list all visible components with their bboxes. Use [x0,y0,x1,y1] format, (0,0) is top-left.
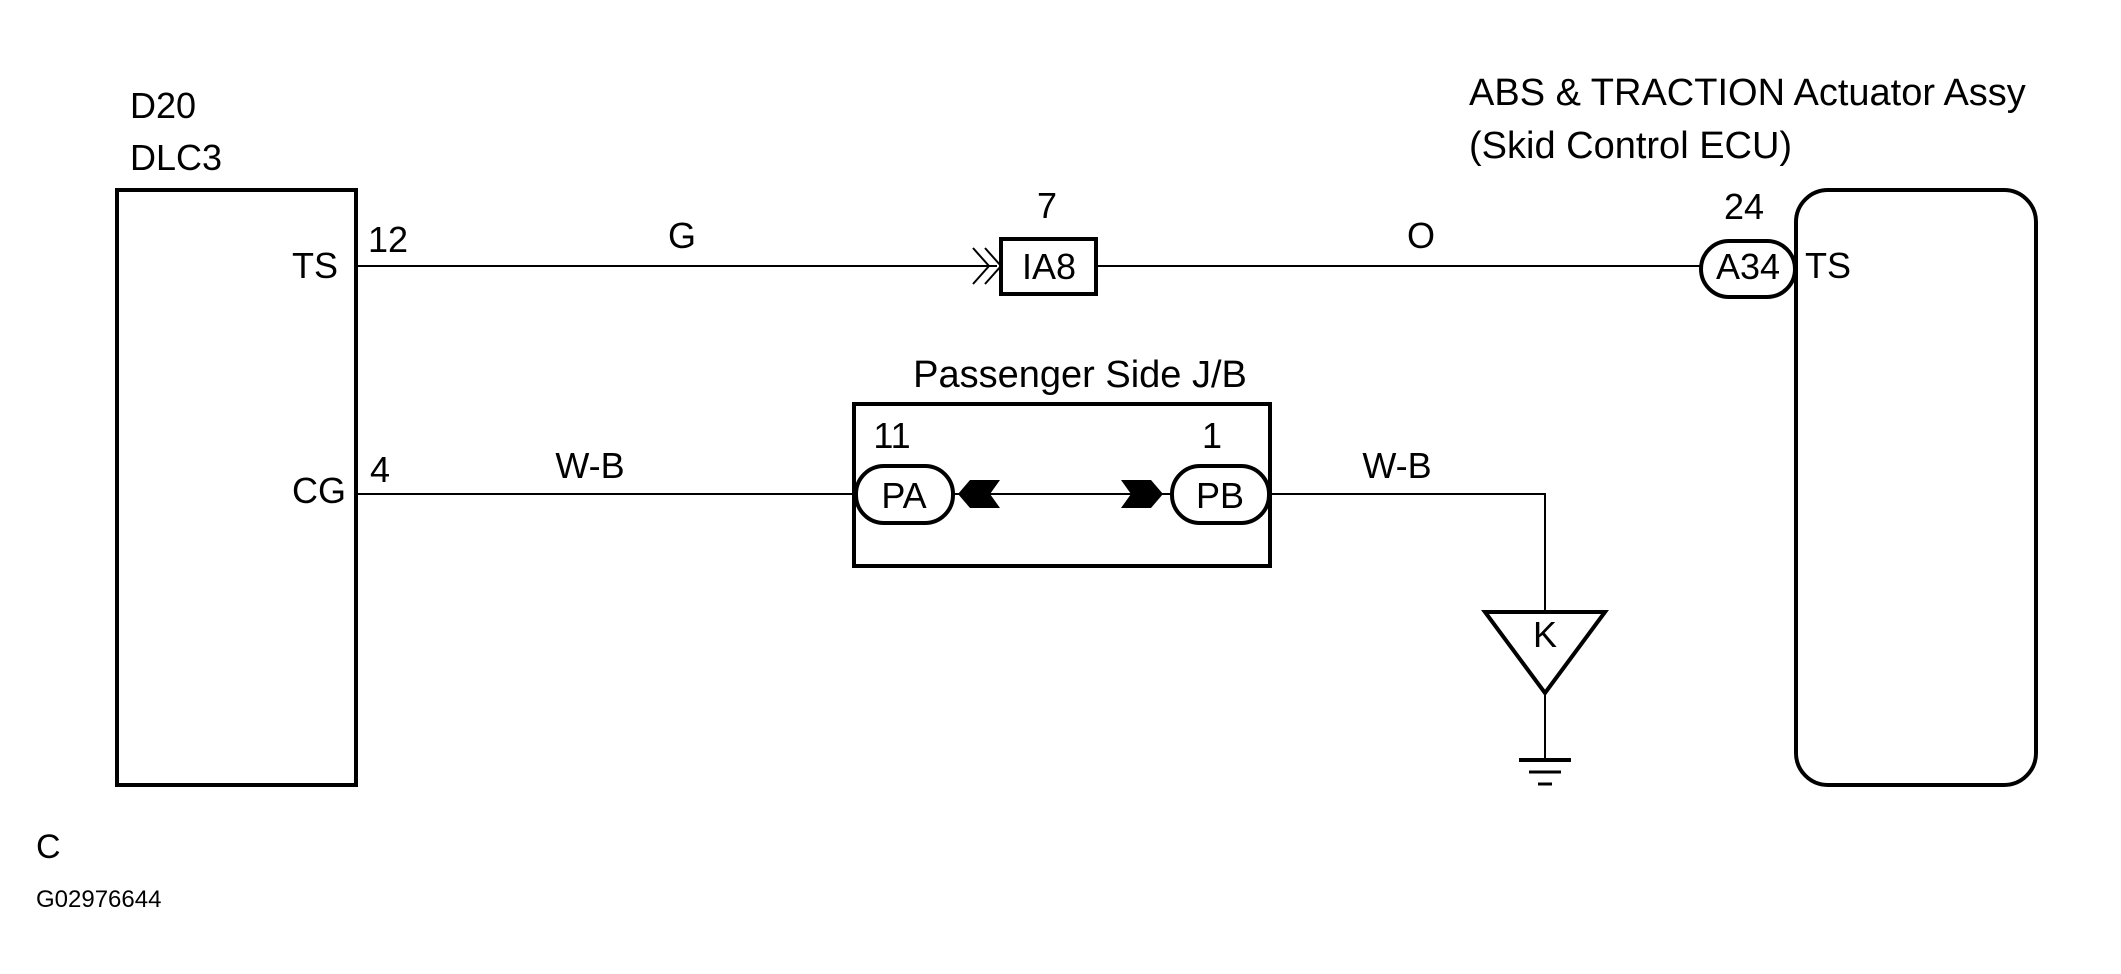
wire-ts-o-color: O [1407,215,1435,256]
abs-actuator-name-line1: ABS & TRACTION Actuator Assy [1469,72,2026,114]
dlc3-code: D20 [130,85,196,126]
dlc3-pin-cg-label: CG [292,470,346,511]
dlc3-box [115,188,358,787]
ground-point-k-label: K [1533,614,1557,655]
figure-id: G02976644 [36,886,161,913]
dlc3-pin-ts-label: TS [292,245,338,286]
footer-letter: C [36,828,61,866]
jb-pa-female-terminal-icon [958,480,1000,508]
junction-block-title: Passenger Side J/B [913,354,1247,396]
dlc3-pin-ts-number: 12 [368,219,408,260]
ia8-connector-box [999,237,1098,296]
wire-ts-g-color: G [668,215,696,256]
jb-pa-pin-number: 11 [873,415,910,456]
ia8-pin-number: 7 [1037,185,1057,226]
wire-cg-wb-right-color: W-B [1362,445,1431,486]
ground-point-k-triangle [1481,610,1609,697]
ecu-pin-ts-label: TS [1805,245,1851,286]
skid-control-ecu-box [1794,188,2038,787]
junction-block-box [852,402,1272,568]
a34-pin-number: 24 [1724,186,1764,227]
jb-pa-connector-code: PA [881,475,926,516]
jb-pb-pin-number: 1 [1202,415,1222,456]
jb-pb-female-terminal-icon [1121,480,1163,508]
ia8-connector-code: IA8 [1022,246,1076,287]
abs-actuator-name-line2: (Skid Control ECU) [1469,125,1792,167]
wire-cg-wb-right [1269,493,1546,612]
ground-symbol-icon [1519,758,1571,786]
jb-pb-connector-code: PB [1196,475,1244,516]
a34-connector-code: A34 [1716,246,1780,287]
dlc3-pin-cg-number: 4 [370,449,390,490]
dlc3-name: DLC3 [130,137,222,178]
wire-cg-wb-left-color: W-B [555,445,624,486]
